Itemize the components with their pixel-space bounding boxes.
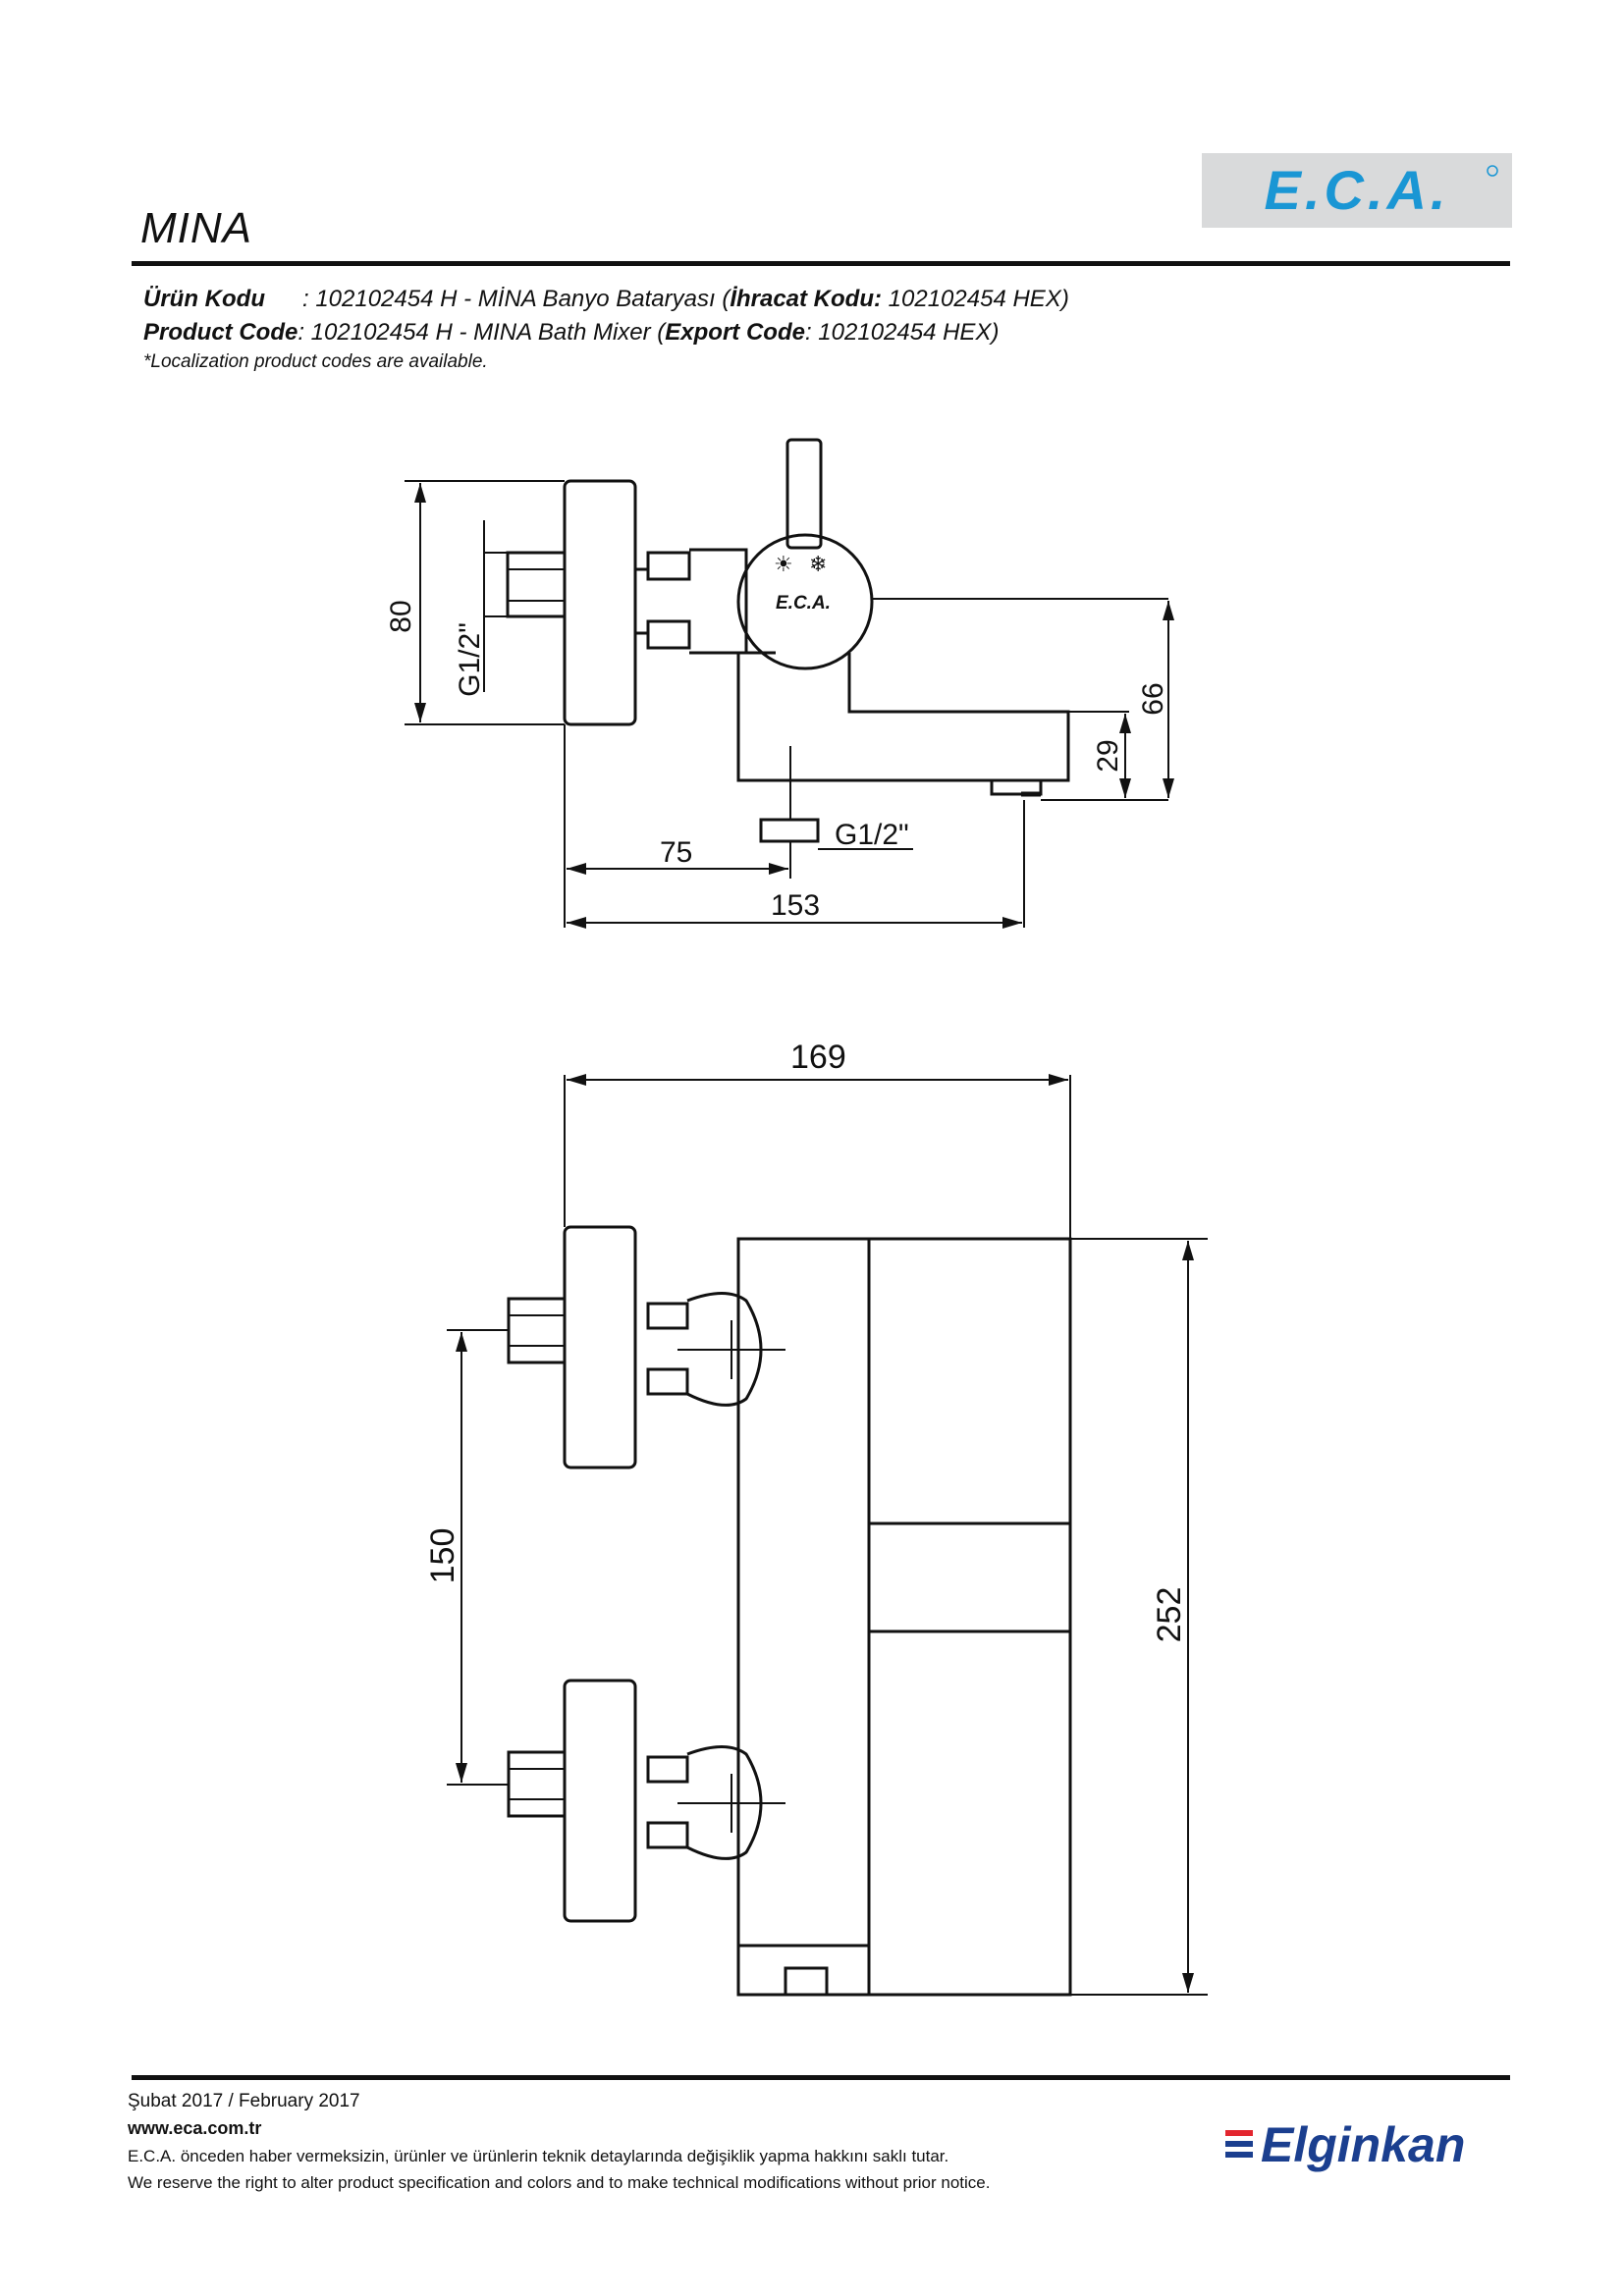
footer-url[interactable]: www.eca.com.tr — [128, 2118, 262, 2138]
page-title: MINA — [140, 204, 252, 252]
dim-252: 252 — [1151, 1587, 1188, 1643]
handle-logo: E.C.A. — [776, 593, 831, 614]
product-code-tr-label: Ürün Kodu — [143, 286, 265, 312]
dim-66: 66 — [1137, 682, 1169, 715]
temperature-icons: ☀ ❄ E.C.A. — [774, 552, 831, 614]
front-view — [507, 1225, 1072, 1997]
dim-150: 150 — [424, 1528, 461, 1584]
dim-75: 75 — [660, 836, 692, 869]
product-code-tr: Ürün Kodu : 102102454 H - MİNA Banyo Bata… — [143, 286, 1069, 313]
export-code-en-value: : 102102454 HEX) — [804, 319, 1000, 346]
elginkan-logo-text: Elginkan — [1261, 2117, 1465, 2172]
dim-thread-left: G1/2" — [454, 622, 486, 697]
dim-169: 169 — [790, 1039, 846, 1076]
product-code-tr-value: : 102102454 H - MİNA Banyo Bataryası ( — [301, 286, 731, 312]
side-view — [506, 438, 1168, 843]
localization-note: *Localization product codes are availabl… — [143, 351, 488, 372]
dim-153: 153 — [771, 889, 820, 922]
footer-divider — [132, 2075, 1510, 2080]
export-code-en-label: Export Code — [665, 319, 805, 346]
product-code-en-label: Product Code — [143, 319, 298, 346]
hot-icon: ☀ — [774, 552, 793, 576]
elginkan-logo: Elginkan — [1223, 2109, 1508, 2177]
dim-80: 80 — [385, 600, 417, 632]
export-code-tr-value: 102102454 HEX) — [882, 286, 1069, 312]
footer-notice-tr: E.C.A. önceden haber vermeksizin, ürünle… — [128, 2147, 949, 2165]
footer-notice-en: We reserve the right to alter product sp… — [128, 2173, 991, 2192]
dim-thread-bottom: G1/2" — [835, 819, 909, 851]
dim-29: 29 — [1092, 739, 1124, 772]
product-code-en-value: : 102102454 H - MINA Bath Mixer ( — [298, 319, 666, 346]
cold-icon: ❄ — [809, 552, 827, 576]
footer-date: Şubat 2017 / February 2017 — [128, 2091, 360, 2111]
product-code-en: Product Code: 102102454 H - MINA Bath Mi… — [143, 319, 999, 347]
export-code-tr-label: İhracat Kodu: — [730, 286, 882, 312]
eca-logo: E.C.A. — [1202, 153, 1512, 228]
header-divider — [132, 261, 1510, 266]
eca-logo-text: E.C.A. — [1265, 159, 1450, 221]
